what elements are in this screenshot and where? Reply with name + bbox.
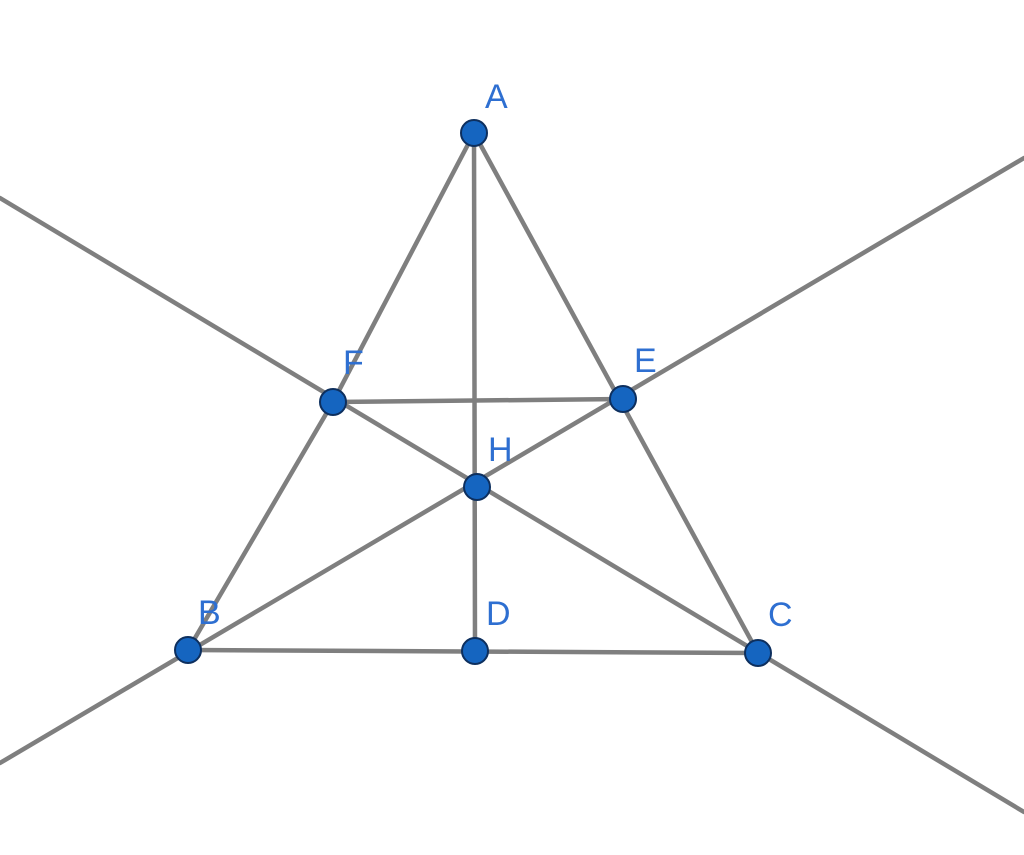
point-h[interactable]	[463, 473, 491, 501]
label-d: D	[486, 595, 511, 633]
point-b[interactable]	[174, 636, 202, 664]
label-f: F	[343, 344, 364, 382]
segment-ad	[471, 130, 478, 654]
label-c: C	[768, 596, 793, 634]
point-e[interactable]	[609, 385, 637, 413]
line-be-extended	[0, 155, 1024, 766]
point-f[interactable]	[319, 388, 347, 416]
label-e: E	[634, 342, 657, 380]
segment-fe	[330, 396, 626, 405]
segment-fb	[185, 399, 336, 653]
point-d[interactable]	[461, 637, 489, 665]
line-cf-extended	[0, 195, 1024, 815]
label-a: A	[485, 78, 508, 116]
point-c[interactable]	[744, 639, 772, 667]
label-b: B	[198, 594, 221, 632]
label-h: H	[488, 431, 513, 469]
segment-ab	[330, 130, 477, 405]
point-a[interactable]	[460, 119, 488, 147]
